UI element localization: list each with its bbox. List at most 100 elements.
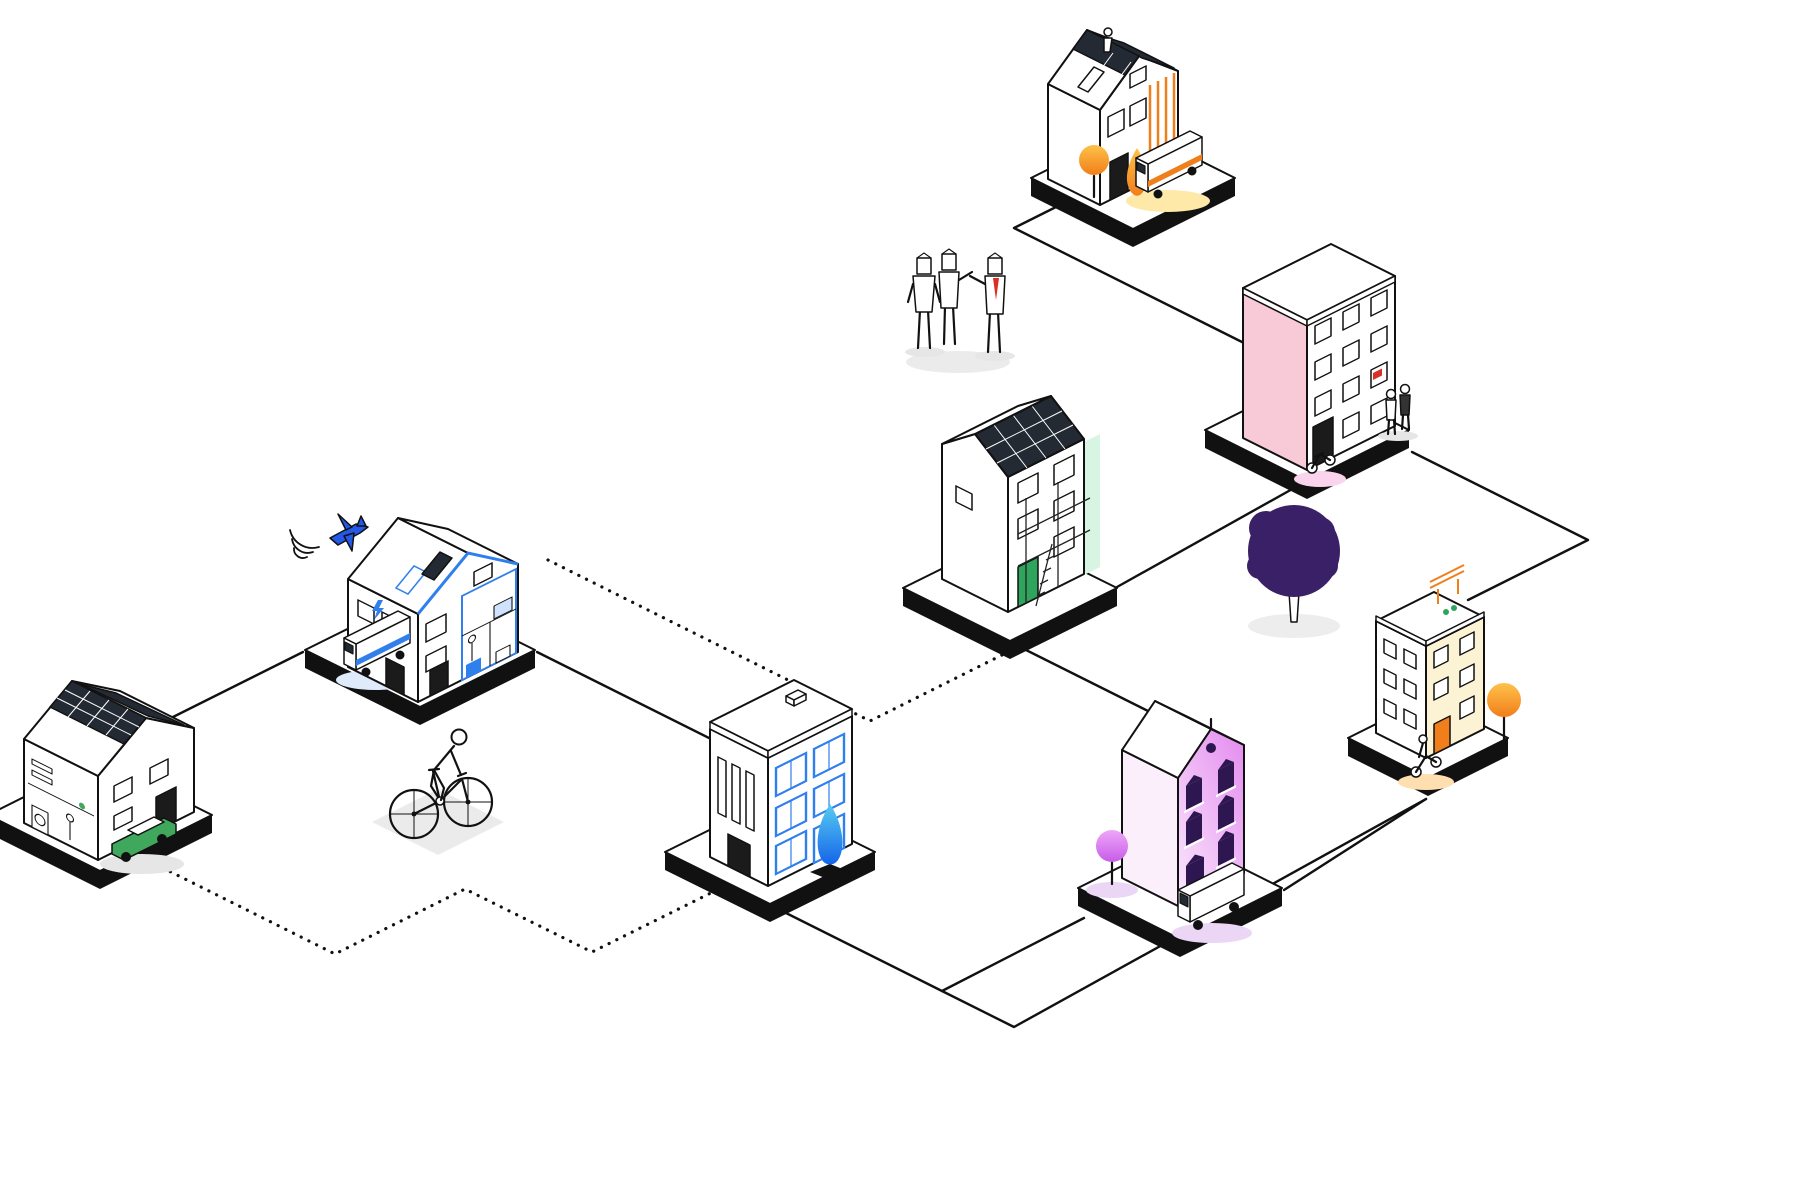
platform-base xyxy=(903,588,1117,659)
orange-door xyxy=(1433,715,1451,755)
people-meeting-group xyxy=(905,248,1015,373)
townhouse-body xyxy=(941,395,1091,613)
building-body xyxy=(1375,564,1485,759)
connection-office-to-yellow xyxy=(940,797,1428,1029)
rider-head xyxy=(450,728,468,746)
occupant-head xyxy=(65,813,75,823)
solar-array xyxy=(49,680,185,745)
dotted-solarhome-to-office xyxy=(153,862,737,956)
platform-base xyxy=(0,815,212,889)
skylight xyxy=(394,565,428,595)
windows xyxy=(1312,289,1388,468)
blue-energy-flame xyxy=(810,804,850,880)
side-door xyxy=(385,657,405,696)
scooter-glow xyxy=(1294,471,1346,487)
interior-cutaway xyxy=(461,567,517,682)
gable-rosette xyxy=(1206,743,1216,753)
connection-pink-to-yellow xyxy=(1410,450,1590,602)
sofa xyxy=(466,657,481,678)
house-plant xyxy=(79,802,85,810)
house-body xyxy=(347,517,519,703)
person-left xyxy=(906,252,942,350)
roof-plant xyxy=(1451,605,1457,611)
car-cabin xyxy=(127,816,165,836)
delivery-van xyxy=(1177,862,1245,930)
rider-head xyxy=(1418,734,1428,744)
tree-base xyxy=(1248,614,1340,638)
electric-truck xyxy=(343,600,411,677)
cyclist-group xyxy=(372,728,504,855)
shelf xyxy=(31,769,53,786)
windshield xyxy=(1179,892,1189,908)
ground-shadow xyxy=(372,789,504,855)
person-shadow xyxy=(905,347,945,357)
back-slope xyxy=(941,395,1052,445)
flame xyxy=(817,804,843,865)
roof-parapet-right xyxy=(1306,275,1396,327)
box-truck xyxy=(1135,130,1203,199)
roof-ac-unit xyxy=(785,689,807,707)
door xyxy=(1109,152,1129,201)
node-renovation-house xyxy=(1030,27,1236,247)
windshield xyxy=(344,641,354,655)
tree-crown xyxy=(1096,830,1128,862)
moped-rider xyxy=(1410,734,1442,778)
townhouse-body xyxy=(1121,700,1245,907)
node-pink-apartment xyxy=(1204,243,1418,499)
connection-pink-to-green xyxy=(1115,481,1305,589)
node-purple-townhouse xyxy=(1077,700,1283,957)
blue-eaves-trim xyxy=(416,551,519,615)
door xyxy=(429,660,449,697)
car-glow xyxy=(100,854,184,874)
crank xyxy=(435,796,445,806)
signal-arcs-icon xyxy=(289,529,320,559)
tree-crown xyxy=(1487,683,1521,717)
wheels xyxy=(361,650,405,677)
platform-base xyxy=(1078,888,1282,957)
residents xyxy=(1378,383,1418,441)
truck-stripe xyxy=(356,633,410,666)
orange-tree xyxy=(1079,145,1109,199)
connection-office-to-purple xyxy=(770,904,1086,993)
person-right xyxy=(968,252,1006,354)
right-face-contents xyxy=(425,562,517,697)
windows-left xyxy=(1383,638,1417,730)
person-shadow xyxy=(975,351,1015,361)
office-body xyxy=(709,679,853,887)
platform-base xyxy=(1031,178,1235,247)
side-door xyxy=(727,833,751,878)
moped-glow xyxy=(1398,774,1454,790)
bicycle xyxy=(388,767,494,840)
interior-cutaway xyxy=(28,758,94,841)
occupant-head xyxy=(467,634,477,644)
airplane xyxy=(289,513,369,559)
flame-pedestal xyxy=(810,864,850,880)
green-car xyxy=(111,816,177,862)
wing-upper xyxy=(337,513,353,531)
roof-worker xyxy=(1103,27,1113,53)
left-face-slits xyxy=(717,756,755,878)
node-rooftop-terrace xyxy=(1347,564,1521,796)
roof-slab-right xyxy=(767,708,853,759)
wheels xyxy=(121,834,167,862)
windshield xyxy=(1136,161,1146,175)
solar-roof xyxy=(941,395,1085,478)
roof-terrace xyxy=(1429,564,1465,615)
side-window xyxy=(955,485,973,511)
connection-purple-to-yellow xyxy=(1282,797,1428,892)
tree-crown xyxy=(1247,505,1340,597)
node-smart-home xyxy=(289,513,536,725)
van-glow xyxy=(1172,923,1252,943)
roof-parapet-right xyxy=(1425,611,1485,647)
car-body xyxy=(111,817,177,861)
bed xyxy=(493,596,513,620)
connection-network xyxy=(101,203,1590,1029)
shelf xyxy=(31,758,53,775)
roof-plant xyxy=(1443,609,1449,615)
wheels xyxy=(1193,902,1239,930)
tree-glow xyxy=(1086,882,1138,898)
tail-fin xyxy=(356,515,367,527)
roof-plane-back xyxy=(1154,700,1245,746)
purple-tree xyxy=(1247,505,1340,638)
wheels xyxy=(1153,166,1197,199)
